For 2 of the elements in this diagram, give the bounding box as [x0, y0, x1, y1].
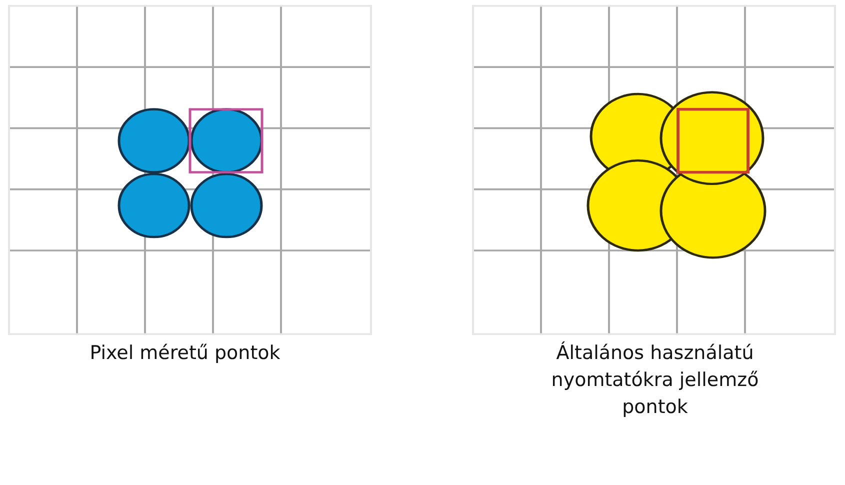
caption: Általános használatú nyomtatókra jellemző pontok [550, 340, 760, 420]
caption: Pixel méretű pontok [88, 341, 282, 366]
